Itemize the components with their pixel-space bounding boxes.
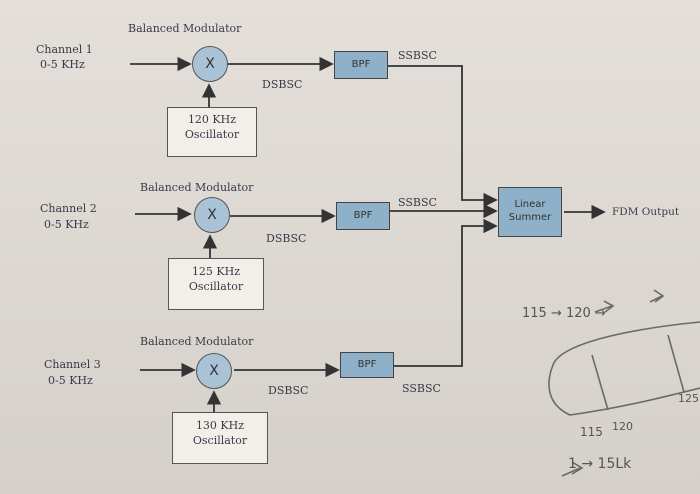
ch1-oscillator-box: 120 KHz Oscillator <box>167 107 257 157</box>
ch2-mixer: X <box>194 197 230 233</box>
ch2-oscillator-label: Oscillator <box>188 280 244 293</box>
summer-line1: Linear <box>514 199 546 210</box>
handwritten-note-1: 115 → 120 → <box>522 306 606 321</box>
ch1-ssbsc-wire <box>386 65 498 208</box>
ch2-ssbsc-label: SSBSC <box>398 196 437 209</box>
ch3-ssbsc-wire <box>392 218 498 367</box>
ch1-dsbsc-label: DSBSC <box>262 78 303 91</box>
handwritten-note-2: 1 → 15Lk <box>568 456 632 472</box>
handwritten-tick-3: 125 <box>678 392 699 405</box>
ch3-input-label: Channel 3 <box>44 358 101 371</box>
ch1-bpf: BPF <box>334 51 388 79</box>
ch3-ssbsc-label: SSBSC <box>402 382 441 395</box>
ch2-oscillator-freq: 125 KHz <box>191 265 241 278</box>
ch2-modulator-label: Balanced Modulator <box>140 181 254 194</box>
ch3-oscillator-label: Oscillator <box>192 434 248 447</box>
ch3-modulator-label: Balanced Modulator <box>140 335 254 348</box>
ch2-input-range: 0-5 KHz <box>44 218 89 231</box>
handwritten-tick-1: 115 <box>580 425 603 439</box>
ch3-bpf: BPF <box>340 352 394 378</box>
linear-summer: Linear Summer <box>498 187 562 237</box>
handwritten-sketch <box>548 289 700 477</box>
ch3-mixer: X <box>196 353 232 389</box>
ch1-mixer: X <box>192 46 228 82</box>
summer-line2: Summer <box>508 212 552 223</box>
ch1-oscillator-label: Oscillator <box>184 128 240 141</box>
ch3-oscillator-freq: 130 KHz <box>195 419 245 432</box>
handwritten-tick-2: 120 <box>612 420 633 433</box>
ch3-oscillator-box: 130 KHz Oscillator <box>172 412 268 464</box>
ch1-modulator-label: Balanced Modulator <box>128 22 242 35</box>
fdm-output-label: FDM Output <box>612 206 680 218</box>
ch1-oscillator-freq: 120 KHz <box>187 113 237 126</box>
ch3-dsbsc-label: DSBSC <box>268 384 309 397</box>
ch3-input-range: 0-5 KHz <box>48 374 93 387</box>
ch1-ssbsc-label: SSBSC <box>398 49 437 62</box>
ch1-input-range: 0-5 KHz <box>40 58 85 71</box>
ch2-bpf: BPF <box>336 202 390 230</box>
ch2-dsbsc-label: DSBSC <box>266 232 307 245</box>
ch2-oscillator-box: 125 KHz Oscillator <box>168 258 264 310</box>
ch2-input-label: Channel 2 <box>40 202 97 215</box>
ch1-input-label: Channel 1 <box>36 43 93 56</box>
